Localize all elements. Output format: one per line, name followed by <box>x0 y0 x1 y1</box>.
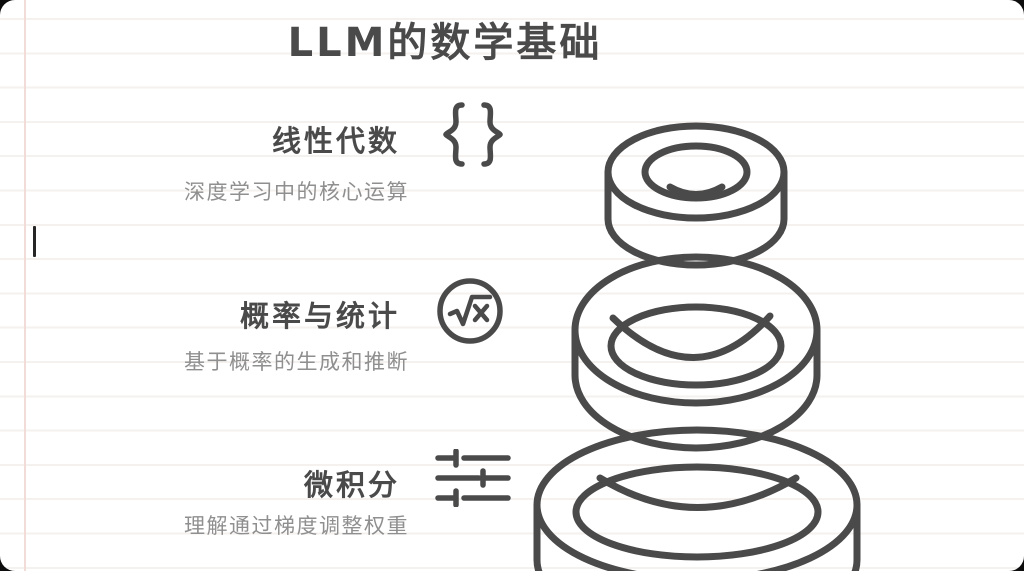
stacked-rings-illustration <box>520 95 890 571</box>
square-root-circle-icon <box>436 277 504 349</box>
item-label-probability-statistics: 概率与统计 <box>239 299 400 333</box>
ring-middle <box>571 253 821 452</box>
item-label-linear-algebra: 线性代数 <box>271 124 400 158</box>
text-caret[interactable] <box>33 226 36 257</box>
item-desc-calculus: 理解通过梯度调整权重 <box>184 514 409 538</box>
item-desc-probability-statistics: 基于概率的生成和推断 <box>184 350 409 374</box>
ring-top <box>604 122 788 269</box>
curly-braces-icon <box>438 100 508 174</box>
ring-bottom <box>533 426 861 571</box>
item-desc-linear-algebra: 深度学习中的核心运算 <box>184 180 409 204</box>
page-title: LLM的数学基础 <box>287 20 603 66</box>
sliders-icon <box>435 448 511 511</box>
item-label-calculus: 微积分 <box>303 468 400 502</box>
